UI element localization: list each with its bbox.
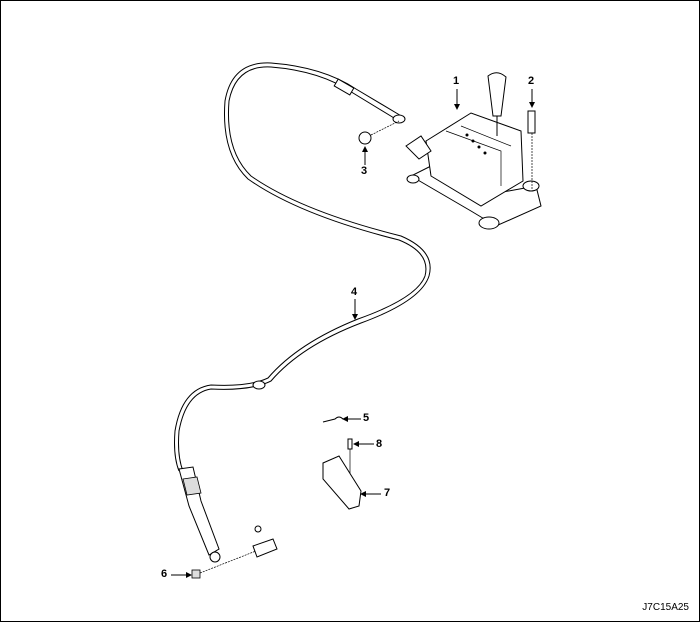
callout-5: 5 [363,412,370,424]
figure-code: J7C15A25 [642,602,689,613]
callout-3: 3 [361,165,368,177]
shift-cable [174,62,431,563]
callout-2: 2 [528,75,535,87]
callout-8: 8 [376,438,383,450]
bolt-8 [347,438,353,450]
callout-6: 6 [161,568,168,580]
retainer-6 [191,569,201,579]
nut-3 [358,131,372,145]
shifter-assembly [405,72,542,230]
clip-5 [322,416,344,423]
bolt-2 [527,110,536,189]
cable-bracket [252,538,278,558]
bracket-7 [322,455,362,510]
callout-1: 1 [453,75,460,87]
callout-7: 7 [384,487,391,499]
callout-4: 4 [351,286,358,298]
nut [254,525,262,533]
